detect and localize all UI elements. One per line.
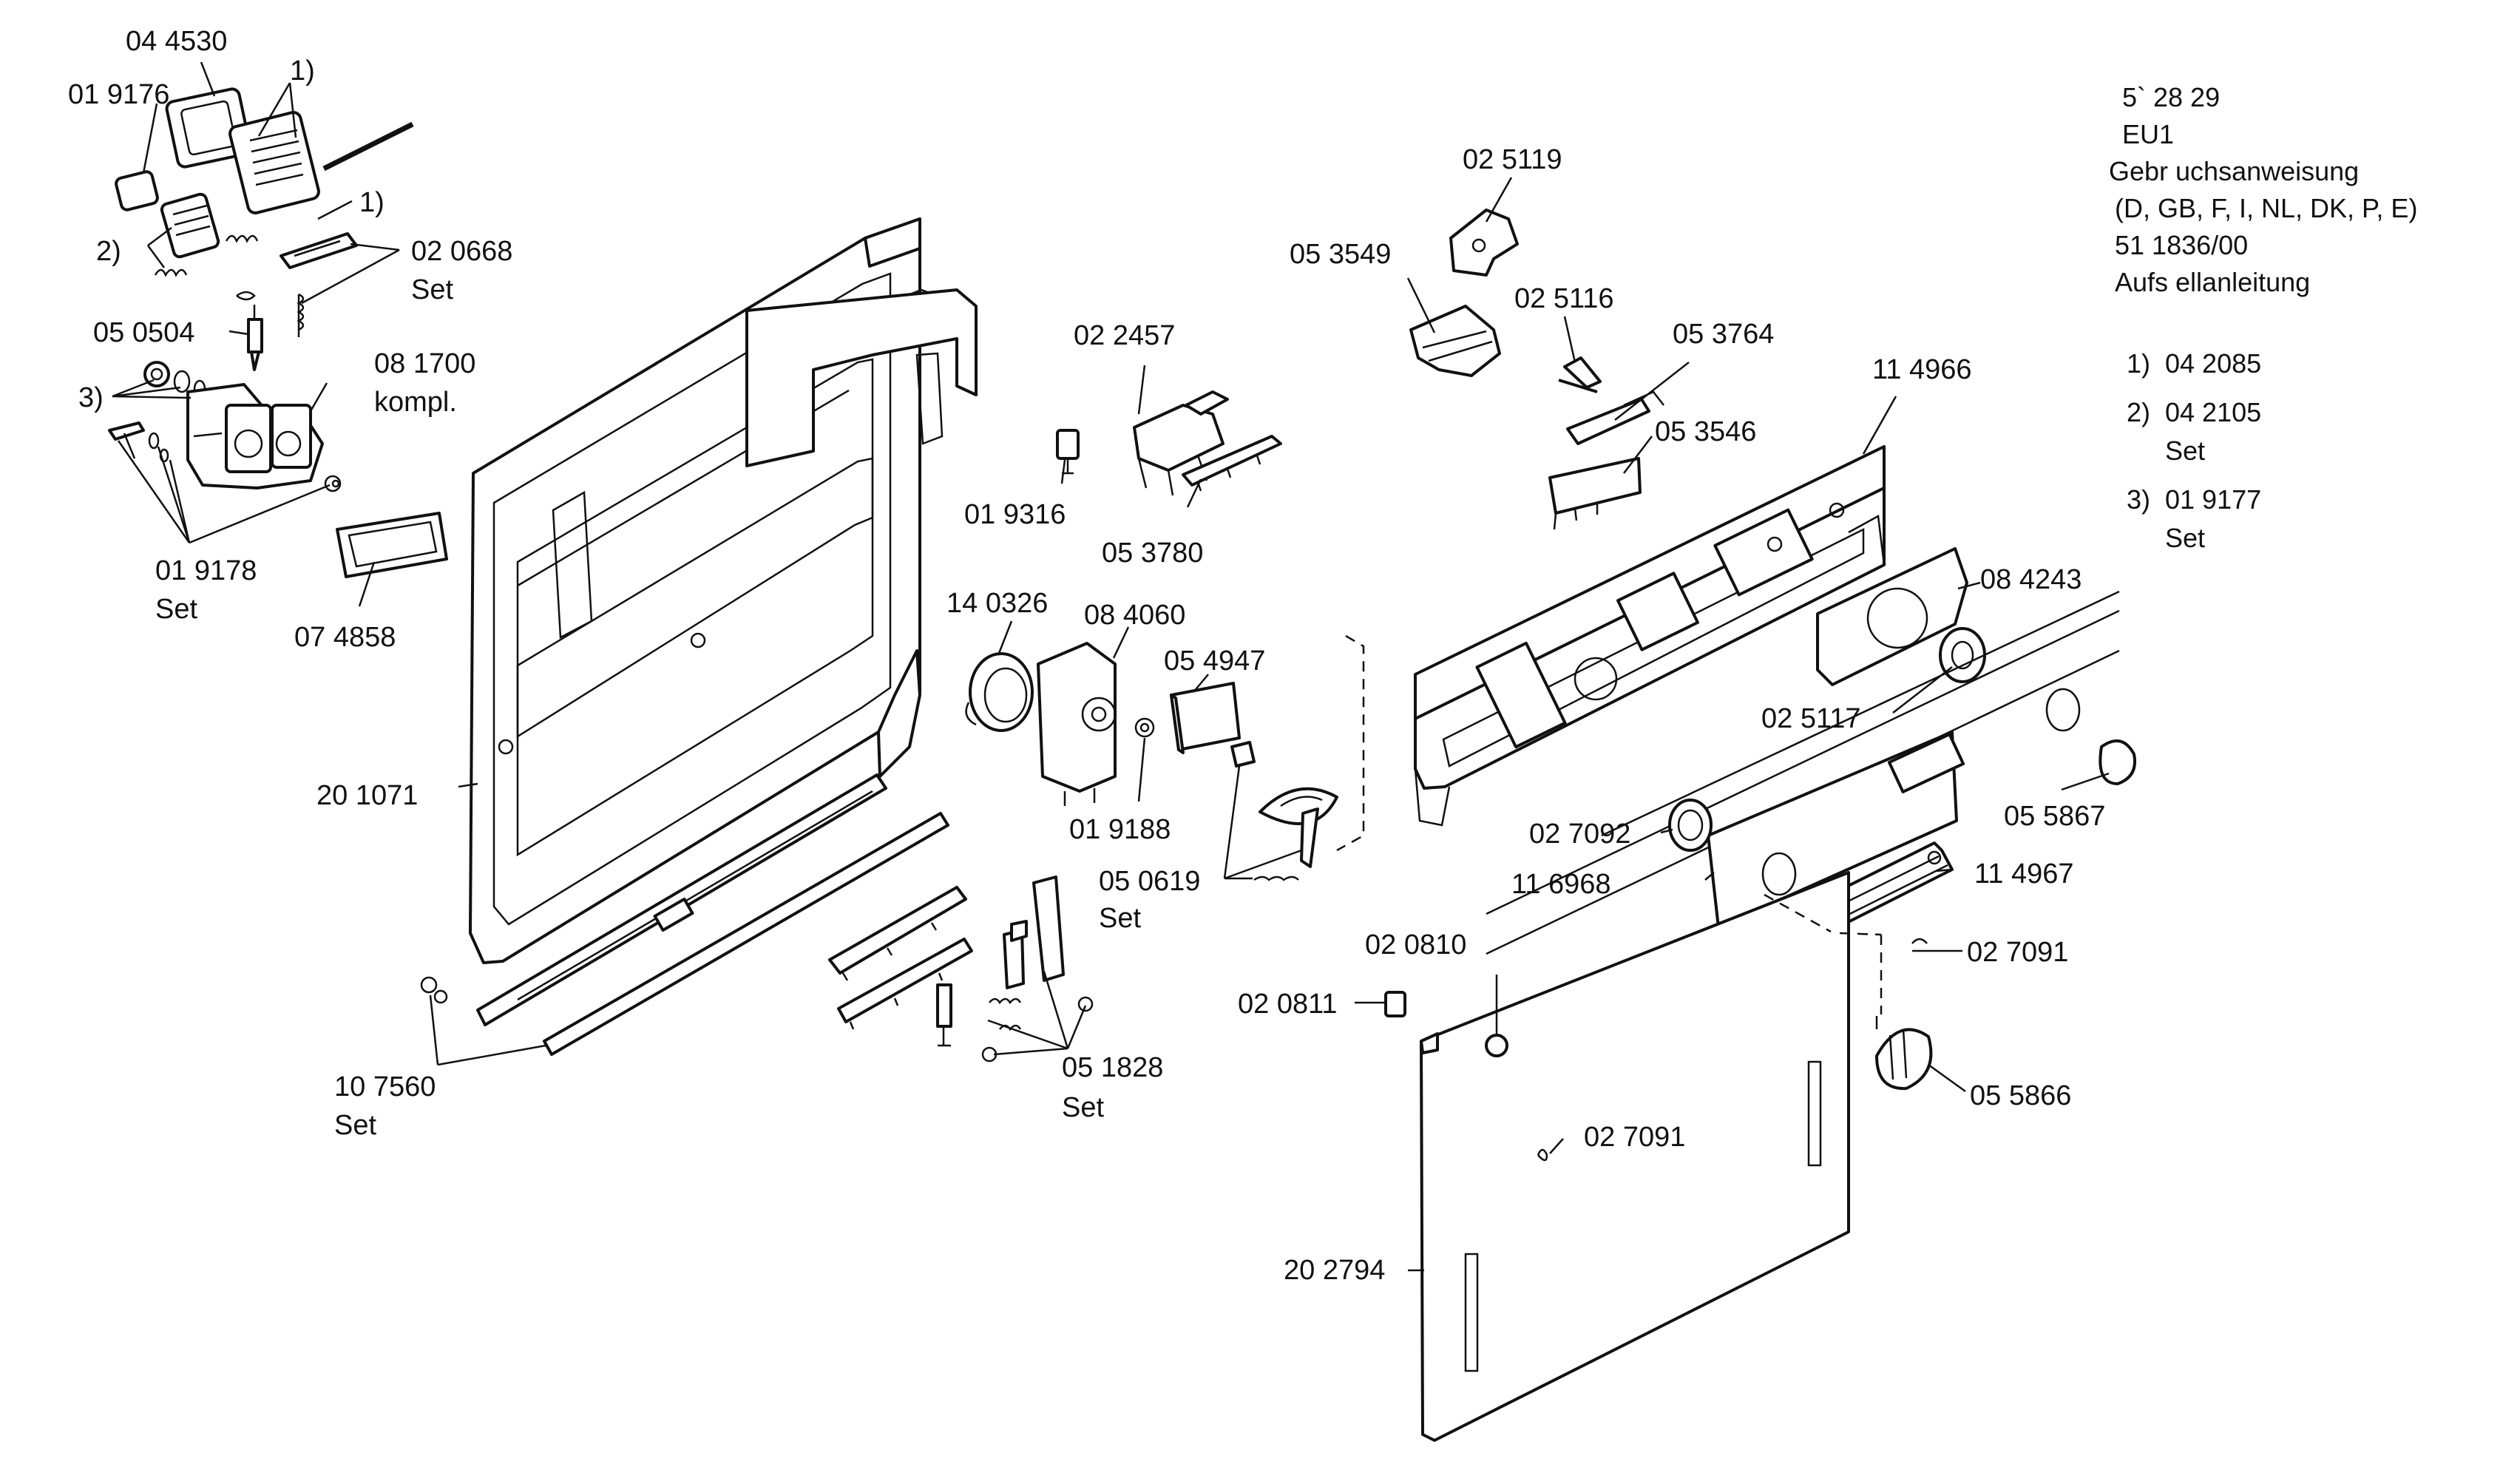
footnote-text: 04 2105 xyxy=(2165,397,2261,427)
parts-drawing xyxy=(108,61,2136,1442)
control-insert xyxy=(1816,547,1986,686)
lock-mechanism-parts xyxy=(965,390,1338,881)
part-label: 02 0811 xyxy=(1238,989,1338,1020)
part-label: 08 1700 xyxy=(374,348,475,379)
part-label: Set xyxy=(155,594,197,625)
part-label: 05 0619 xyxy=(1099,866,1200,897)
footnote-key: 3) xyxy=(2127,484,2150,515)
outer-door-panel xyxy=(1420,871,1933,1442)
footnote-text: 01 9177 xyxy=(2165,484,2261,515)
part-labels: 04 4530 01 9176 02 0668 Set 05 0504 08 1… xyxy=(68,26,2105,1286)
note-line: (D, GB, F, I, NL, DK, P, E) xyxy=(2115,193,2417,223)
part-label: 10 7560 xyxy=(334,1071,436,1102)
part-label: kompl. xyxy=(374,387,457,418)
part-label: 02 7091 xyxy=(1967,937,2068,968)
control-panel-frame xyxy=(1414,445,1886,827)
part-label: 08 4060 xyxy=(1084,600,1185,631)
part-label: 05 3764 xyxy=(1673,319,1774,350)
front-fascia xyxy=(1486,590,2136,955)
footnote-text: 04 2085 xyxy=(2165,348,2261,379)
ref-mark: 1) xyxy=(359,187,385,218)
part-label: 01 9188 xyxy=(1069,814,1171,845)
note-line: Gebr uchsanweisung xyxy=(2109,156,2359,186)
clip-02-0811 xyxy=(1384,991,1406,1017)
part-label: 02 7091 xyxy=(1584,1122,1685,1153)
part-label: 05 3546 xyxy=(1655,416,1756,447)
part-label: 05 3780 xyxy=(1102,538,1203,569)
part-label: Set xyxy=(411,274,453,305)
part-label: 02 0810 xyxy=(1365,929,1466,961)
upper-right-brackets xyxy=(1409,209,1664,530)
part-label: Set xyxy=(1099,903,1141,934)
document-notes: 5` 28 29 EU1 Gebr uchsanweisung (D, GB, … xyxy=(2109,82,2417,297)
part-label: 08 4243 xyxy=(1980,564,2082,595)
note-line: 51 1836/00 xyxy=(2115,230,2248,260)
part-label: 02 7092 xyxy=(1529,819,1630,850)
part-label: 02 5117 xyxy=(1761,703,1861,734)
part-label: 01 9176 xyxy=(68,79,169,110)
note-line: 5` 28 29 xyxy=(2122,82,2220,112)
part-label: 05 5867 xyxy=(2004,801,2105,832)
part-label: 05 0504 xyxy=(93,317,194,348)
part-label: 01 9316 xyxy=(964,499,1066,530)
footnote-sub: Set xyxy=(2165,523,2205,553)
part-label: 02 2457 xyxy=(1074,320,1175,351)
part-label: 01 9178 xyxy=(155,555,257,586)
inner-door-panel xyxy=(469,217,978,964)
part-label: 02 5116 xyxy=(1514,283,1614,314)
part-label: 05 1828 xyxy=(1062,1052,1163,1083)
note-line: Aufs ellanleitung xyxy=(2115,267,2310,297)
part-label: Set xyxy=(334,1110,376,1141)
part-label: 05 4947 xyxy=(1164,646,1265,677)
part-label: 02 0668 xyxy=(411,236,512,267)
control-unit-parts xyxy=(108,87,448,578)
part-label: Set xyxy=(1062,1092,1104,1123)
ref-mark: 1) xyxy=(290,55,315,87)
footnote-sub: Set xyxy=(2165,436,2205,466)
part-label: 05 3549 xyxy=(1290,239,1391,270)
part-label: 14 0326 xyxy=(946,588,1048,619)
part-label: 05 5866 xyxy=(1970,1080,2071,1111)
note-line: EU1 xyxy=(2122,119,2174,149)
alignment-lines xyxy=(1336,634,1883,1014)
footnote-key: 2) xyxy=(2127,397,2150,427)
ref-mark: 2) xyxy=(96,236,121,267)
part-label: 20 2794 xyxy=(1284,1255,1385,1286)
part-label: 07 4858 xyxy=(294,622,396,653)
ref-mark: 3) xyxy=(78,382,104,413)
footnote-key: 1) xyxy=(2127,348,2150,379)
door-rails xyxy=(420,773,973,1056)
part-label: 02 5119 xyxy=(1463,144,1562,175)
part-label: 11 4967 xyxy=(1974,858,2074,890)
part-label: 11 4966 xyxy=(1872,354,1972,385)
reference-marks: 1) 1) 2) 3) xyxy=(78,55,385,413)
hinge-brackets xyxy=(936,875,1094,1063)
part-label: 04 4530 xyxy=(126,26,227,57)
footnote-list: 1) 04 2085 2) 04 2105 Set 3) 01 9177 Set xyxy=(2127,348,2261,553)
leader-lines xyxy=(112,61,2110,1272)
part-label: 20 1071 xyxy=(316,780,418,811)
part-label: 11 6968 xyxy=(1511,869,1611,900)
